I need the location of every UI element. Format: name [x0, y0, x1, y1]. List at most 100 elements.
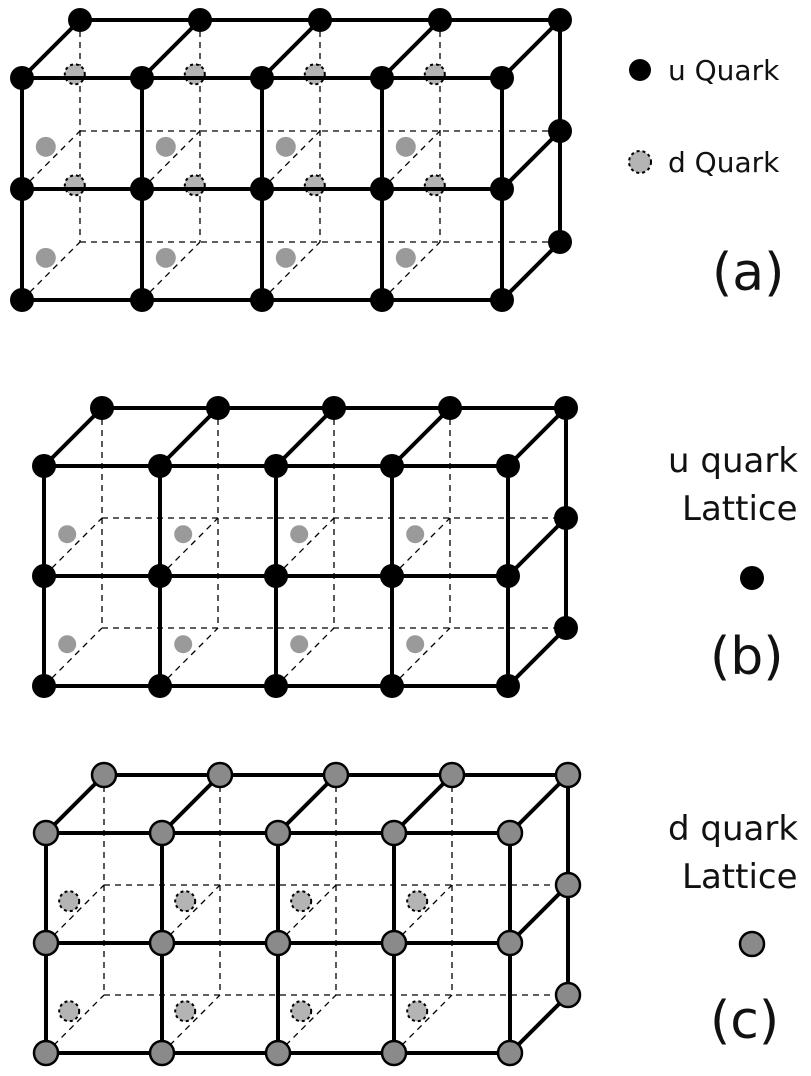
d-lattice-title-line1: d quark — [668, 809, 798, 849]
lattice-node — [10, 66, 34, 90]
hidden-edge — [45, 884, 105, 944]
edge — [508, 883, 570, 945]
interior-dashed-node — [174, 1000, 197, 1023]
lattice-node — [250, 177, 274, 201]
hidden-edge — [45, 994, 105, 1054]
interior-node — [35, 136, 56, 157]
interior-dashed-node — [183, 174, 206, 197]
hidden-edge — [393, 884, 453, 944]
u-quark-lattice-icon — [740, 566, 764, 590]
hidden-edge — [161, 884, 221, 944]
lattice-node — [264, 564, 288, 588]
interior-node — [58, 635, 77, 654]
hidden-edge — [391, 517, 451, 577]
lattice-node — [250, 288, 274, 312]
lattice-node — [496, 564, 520, 588]
edge — [20, 18, 82, 80]
d-lattice-title-line2: Lattice — [682, 857, 798, 897]
edge — [500, 129, 562, 191]
interior-dashed-node — [406, 890, 429, 913]
lattice-node — [496, 674, 520, 698]
hidden-edge — [381, 241, 441, 301]
edge — [380, 18, 442, 80]
hidden-edge — [141, 130, 201, 190]
hidden-edge — [381, 130, 441, 190]
edge — [160, 773, 222, 835]
lattice-nodes — [32, 396, 578, 698]
lattice-node — [490, 66, 514, 90]
lattice-node — [380, 819, 408, 847]
interior-node — [395, 247, 416, 268]
lattice-node — [370, 177, 394, 201]
lattice-a — [10, 8, 572, 312]
hidden-edge — [161, 994, 221, 1054]
lattice-node — [148, 454, 172, 478]
lattice-node — [148, 564, 172, 588]
edge — [44, 773, 106, 835]
edge — [506, 406, 568, 468]
panel-label-a: (a) — [712, 243, 784, 303]
lattice-node — [32, 454, 56, 478]
interior-node — [174, 635, 193, 654]
lattice-nodes — [32, 761, 582, 1067]
lattice-node — [130, 177, 154, 201]
legend-u-quark-label: u Quark — [668, 54, 780, 87]
legend-d-quark-label: d Quark — [668, 146, 780, 179]
interior-node — [290, 635, 309, 654]
lattice-node — [68, 8, 92, 32]
interior-dashed-node — [290, 890, 313, 913]
lattice-nodes — [10, 8, 572, 312]
edge — [274, 406, 336, 468]
interior-dashed-node — [63, 174, 86, 197]
interior-nodes — [58, 525, 425, 654]
interior-dashed-node — [174, 890, 197, 913]
lattice-node — [32, 674, 56, 698]
u-lattice-title-line1: u quark — [668, 441, 798, 481]
edge — [276, 773, 338, 835]
lattice-node — [206, 761, 234, 789]
lattice-node — [554, 616, 578, 640]
lattice-node — [148, 674, 172, 698]
d-quark-lattice-icon — [738, 930, 766, 958]
lattice-node — [554, 761, 582, 789]
edge — [506, 516, 568, 578]
interior-dashed-node — [58, 1000, 81, 1023]
lattice-node — [490, 288, 514, 312]
interior-node — [155, 247, 176, 268]
lattice-node — [554, 506, 578, 530]
lattice-node — [380, 454, 404, 478]
interior-node — [35, 247, 56, 268]
lattice-node — [548, 230, 572, 254]
lattice-b — [32, 396, 578, 698]
hidden-edge — [391, 627, 451, 687]
lattice-node — [10, 177, 34, 201]
interior-dashed-node — [63, 63, 86, 86]
lattice-node — [130, 288, 154, 312]
interior-node — [406, 525, 425, 544]
lattice-node — [264, 819, 292, 847]
interior-dashed-node — [183, 63, 206, 86]
lattice-node — [32, 1039, 60, 1067]
interior-node — [275, 136, 296, 157]
edge — [500, 18, 562, 80]
edge — [392, 773, 454, 835]
interior-dashed-node — [303, 174, 326, 197]
interior-dashed-node — [58, 890, 81, 913]
interior-node — [155, 136, 176, 157]
hidden-edges — [43, 408, 566, 687]
interior-dashed-node — [290, 1000, 313, 1023]
lattice-node — [554, 396, 578, 420]
legend-c: d quark Lattice (c) — [668, 809, 798, 1051]
lattice-node — [554, 981, 582, 1009]
lattice-node — [438, 761, 466, 789]
lattice-node — [548, 8, 572, 32]
interior-node — [290, 525, 309, 544]
hidden-edge — [21, 241, 81, 301]
lattice-node — [32, 564, 56, 588]
hidden-edge — [277, 884, 337, 944]
lattice-node — [130, 66, 154, 90]
edge — [260, 18, 322, 80]
lattice-node — [250, 66, 274, 90]
lattice-node — [206, 396, 230, 420]
edge — [390, 406, 452, 468]
